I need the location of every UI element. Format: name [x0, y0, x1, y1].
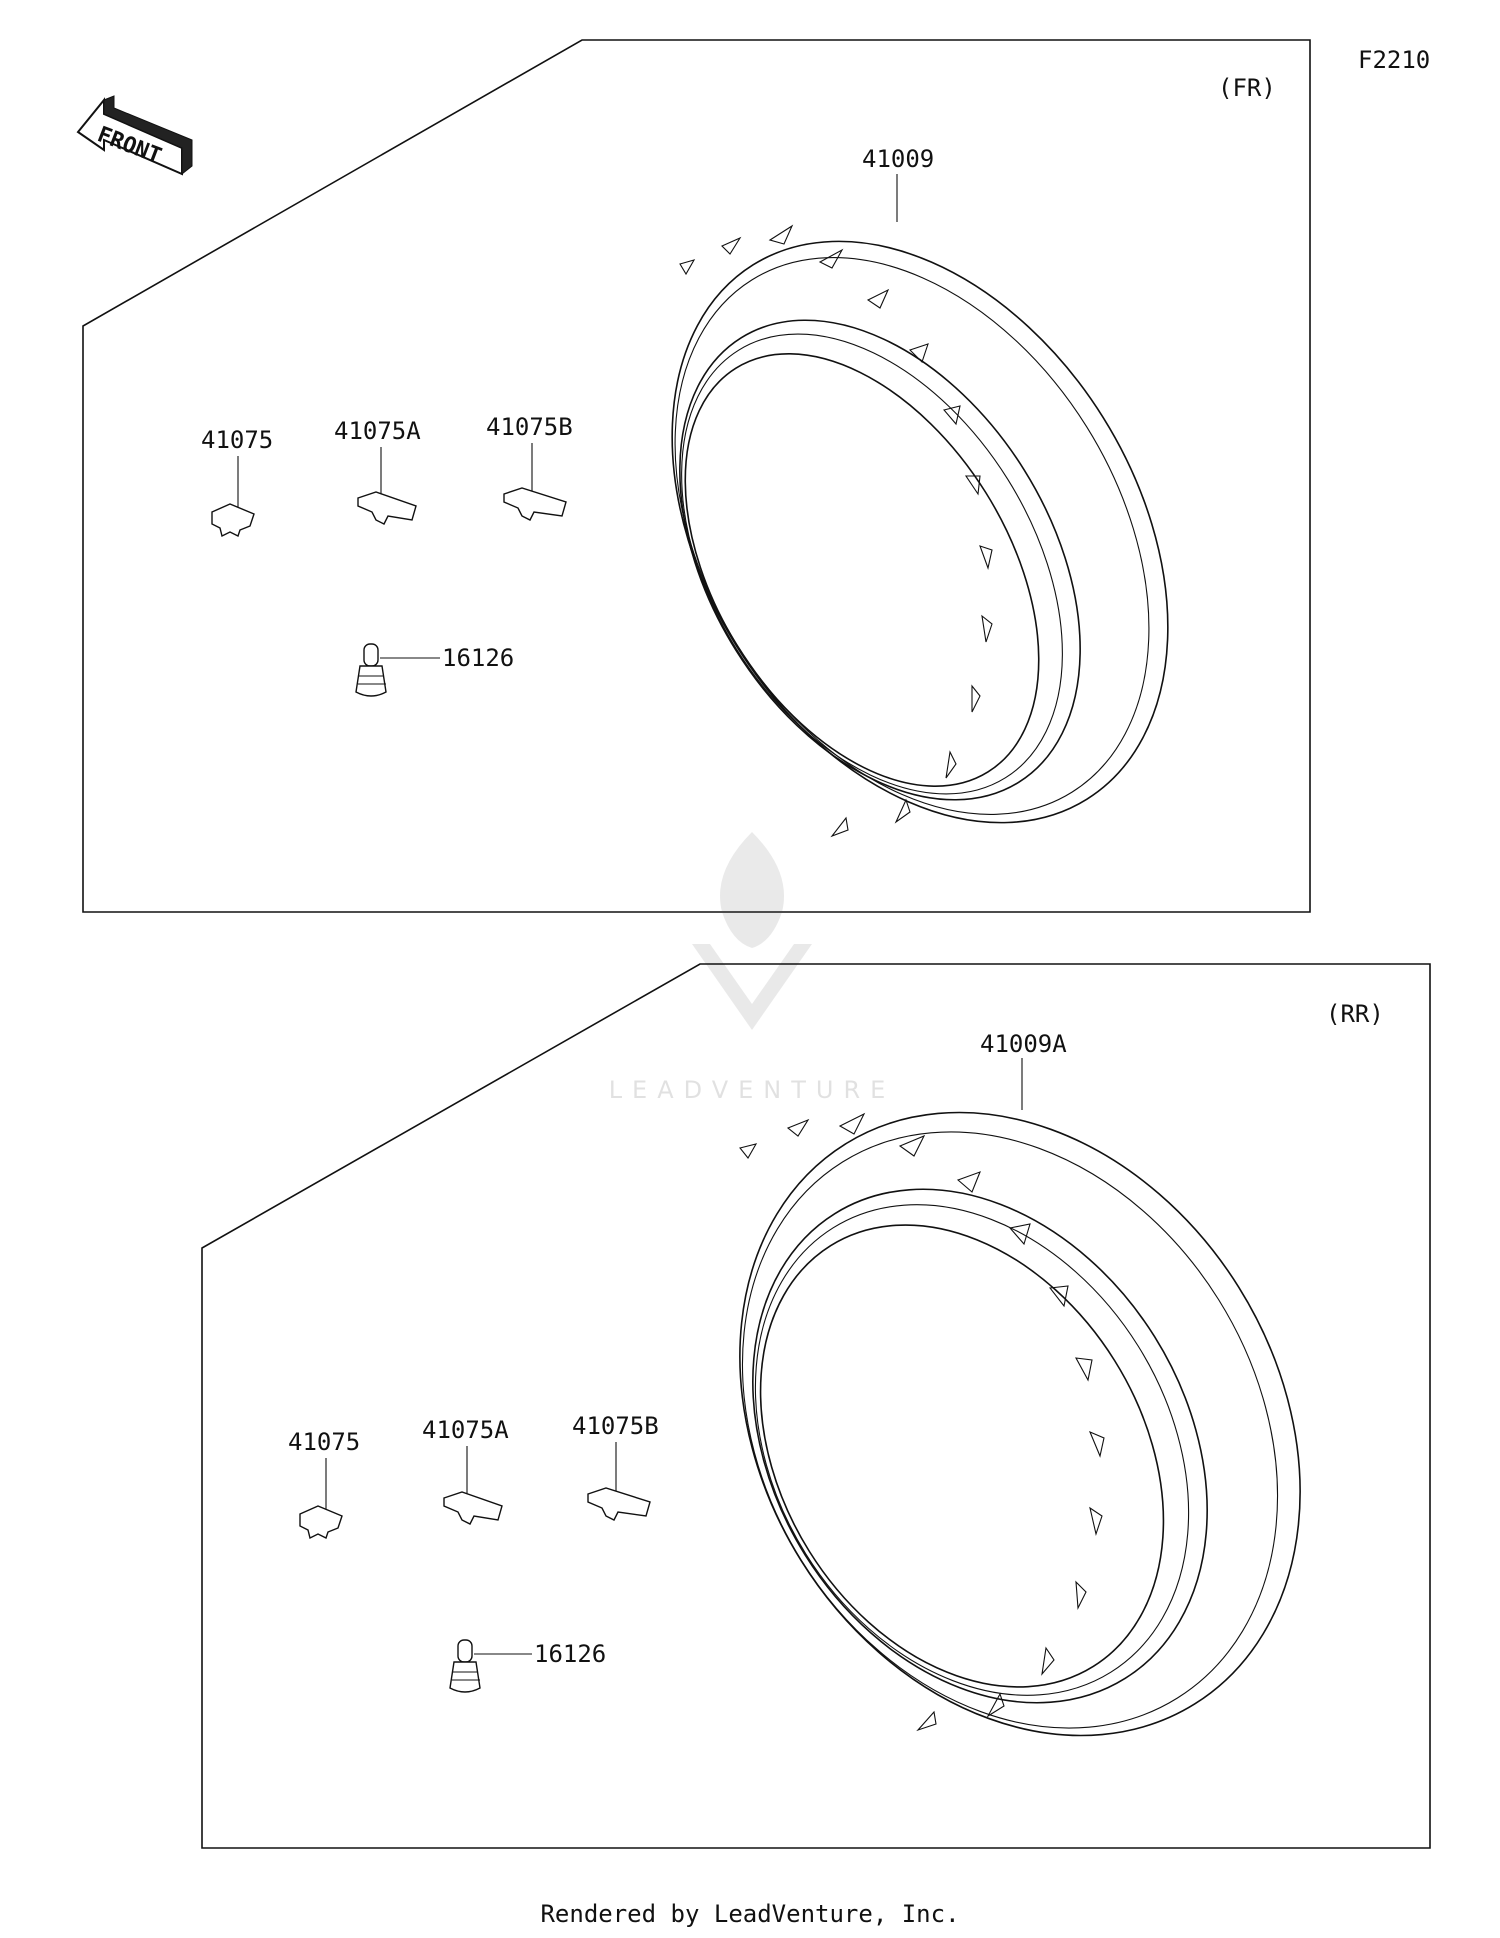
- rear-weight-41075A-label: 41075A: [422, 1416, 509, 1444]
- front-weight-41075B-label: 41075B: [486, 413, 573, 441]
- rear-tire: [739, 1111, 1301, 1737]
- rear-weight-41075A: [443, 1491, 503, 1525]
- watermark: LEADVENTURE: [609, 832, 896, 1104]
- front-section-tag: (FR): [1218, 74, 1276, 102]
- front-tire-label: 41009: [862, 145, 934, 173]
- flame-logo-icon: [720, 832, 784, 948]
- rear-weight-41075B: [587, 1487, 651, 1521]
- rear-weight-41075B-label: 41075B: [572, 1412, 659, 1440]
- rear-section-tag: (RR): [1326, 1000, 1384, 1028]
- rear-valve: [449, 1639, 481, 1693]
- footer-credit: Rendered by LeadVenture, Inc.: [540, 1900, 960, 1928]
- front-weight-41075A: [357, 491, 417, 525]
- front-weight-41075: [211, 503, 255, 538]
- front-tire: [671, 224, 1169, 838]
- front-weight-41075-label: 41075: [201, 426, 273, 454]
- watermark-brand: LEADVENTURE: [609, 1076, 896, 1104]
- rear-weight-41075-label: 41075: [288, 1428, 360, 1456]
- rear-section-frame: [201, 963, 1431, 1849]
- front-weight-41075B: [503, 487, 567, 521]
- rear-valve-label: 16126: [534, 1640, 606, 1668]
- front-section-frame: [82, 39, 1311, 913]
- diagram-code: F2210: [1358, 46, 1430, 74]
- rear-weight-41075: [299, 1505, 343, 1540]
- front-valve: [355, 643, 387, 697]
- rear-section: (RR) 41009A 41075 41075A: [201, 963, 1431, 1849]
- front-arrow-icon: FRONT: [76, 95, 193, 176]
- front-section: (FR) 41009 41075 41075A: [82, 39, 1311, 913]
- rear-tire-label: 41009A: [980, 1030, 1067, 1058]
- front-valve-label: 16126: [442, 644, 514, 672]
- front-weight-41075A-label: 41075A: [334, 417, 421, 445]
